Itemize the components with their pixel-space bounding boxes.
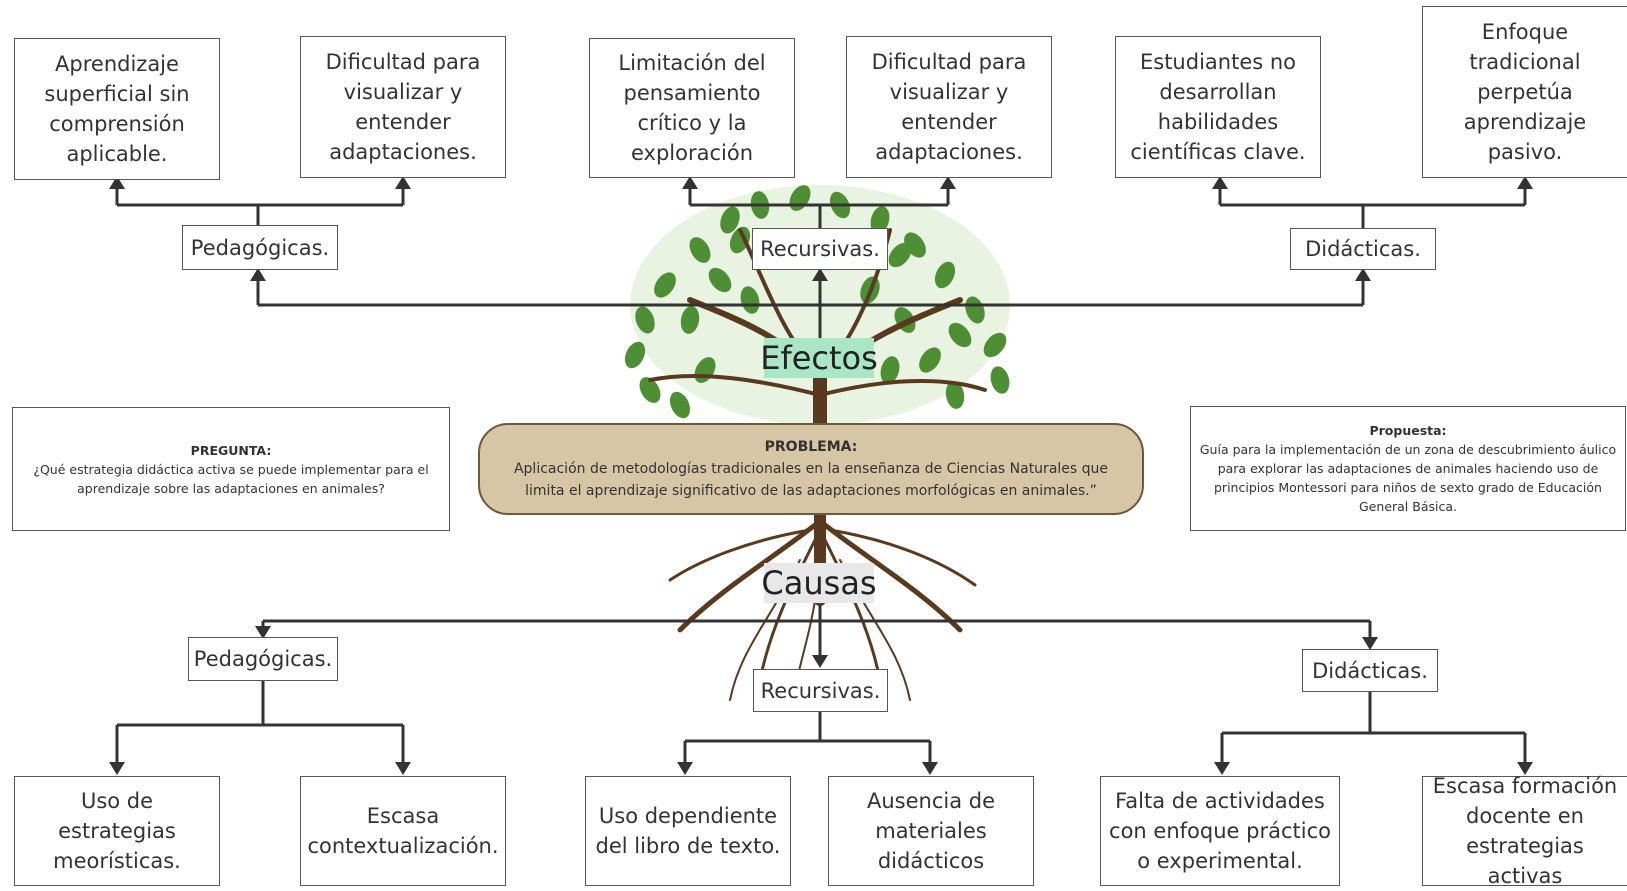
proposal-box: Propuesta: Guía para la implementación d… <box>1190 406 1626 531</box>
question-text: ¿Qué estrategia didáctica activa se pued… <box>33 461 429 496</box>
effect-didacticas-item-2: Enfoque tradicional perpetúa aprendizaje… <box>1422 6 1627 178</box>
proposal-text: Guía para la implementación de un zona d… <box>1199 442 1617 514</box>
effects-label: Efectos <box>760 338 878 378</box>
causes-label: Causas <box>761 563 877 603</box>
effect-didacticas-item-1: Estudiantes no desarrollan habilidades c… <box>1115 36 1321 178</box>
proposal-heading: Propuesta: <box>1369 423 1447 438</box>
question-box: PREGUNTA: ¿Qué estrategia didáctica acti… <box>12 407 450 531</box>
cause-category-pedagogicas: Pedagógicas. <box>188 637 338 681</box>
problem-heading: PROBLEMA: <box>764 439 858 455</box>
problem-text: Aplicación de metodologías tradicionales… <box>513 461 1109 499</box>
cause-didacticas-item-1: Falta de actividades con enfoque práctic… <box>1100 776 1340 886</box>
cause-recursivas-item-1: Uso dependiente del libro de texto. <box>585 776 791 886</box>
question-heading: PREGUNTA: <box>190 442 272 458</box>
cause-pedagogicas-item-2: Escasa contextualización. <box>300 776 506 886</box>
effect-category-didacticas: Didácticas. <box>1290 228 1436 270</box>
problem-box: PROBLEMA: Aplicación de metodologías tra… <box>478 423 1144 515</box>
cause-recursivas-item-2: Ausencia de materiales didácticos <box>828 776 1034 886</box>
tree-roots <box>668 509 977 701</box>
cause-pedagogicas-item-1: Uso de estrategias meorísticas. <box>14 776 220 886</box>
cause-category-didacticas: Didácticas. <box>1302 649 1438 692</box>
cause-didacticas-item-2: Escasa formación docente en estrategias … <box>1422 774 1627 888</box>
effect-recursivas-item-1: Limitación del pensamiento crítico y la … <box>589 38 795 178</box>
effect-category-recursivas: Recursivas. <box>752 228 888 270</box>
arrowheads <box>109 176 1533 775</box>
effect-pedagogicas-item-1: Aprendizaje superficial sin comprensión … <box>14 38 220 180</box>
effect-pedagogicas-item-2: Dificultad para visualizar y entender ad… <box>300 36 506 178</box>
cause-category-recursivas: Recursivas. <box>753 669 888 712</box>
effect-category-pedagogicas: Pedagógicas. <box>182 225 338 270</box>
effect-recursivas-item-2: Dificultad para visualizar y entender ad… <box>846 36 1052 178</box>
